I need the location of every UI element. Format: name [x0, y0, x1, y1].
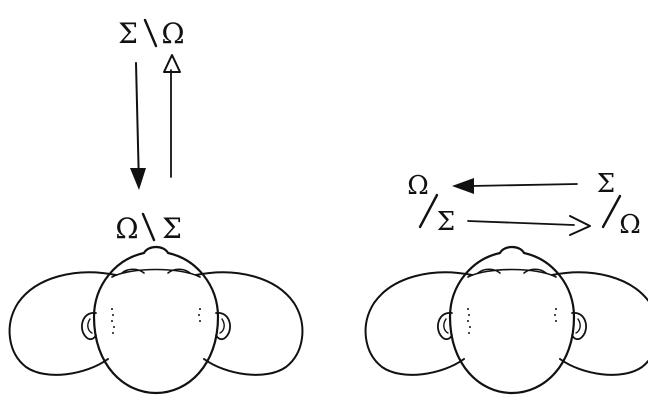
fraction-slash [601, 194, 622, 229]
right-panel: Ω Σ Σ Ω [364, 169, 648, 395]
top-fraction: Σ Ω [118, 17, 185, 50]
top-fraction-numerator: Σ [118, 17, 138, 50]
head-top-view [8, 245, 304, 395]
left-fraction-numerator: Ω [407, 171, 429, 201]
arrow-down-icon [130, 62, 146, 190]
arrow-up-icon [163, 54, 181, 178]
left-fraction-denominator: Σ [437, 207, 455, 237]
top-fraction-denominator: Ω [161, 17, 184, 50]
bottom-fraction: Ω Σ [115, 212, 182, 245]
fraction-slash [418, 193, 439, 229]
right-fraction: Σ Ω [597, 169, 641, 240]
arrow-left-icon [452, 178, 578, 194]
bottom-fraction-denominator: Σ [162, 212, 182, 245]
bottom-fraction-numerator: Ω [115, 212, 138, 245]
arrow-right-icon [467, 215, 591, 236]
left-panel: Σ Ω Ω Σ [8, 17, 304, 395]
fraction-slash [143, 18, 158, 48]
fraction-slash [141, 212, 156, 242]
right-fraction-denominator: Ω [619, 210, 641, 240]
left-fraction: Ω Σ [407, 171, 455, 237]
head-top-view [364, 245, 648, 395]
right-fraction-numerator: Σ [597, 169, 615, 199]
